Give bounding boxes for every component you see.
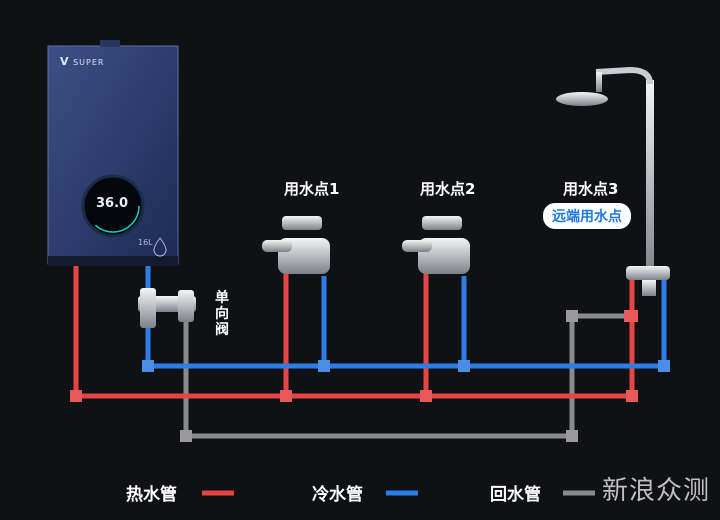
faucet-1 (262, 216, 330, 274)
check-valve (138, 288, 196, 328)
brand-text: SUPER (73, 58, 105, 67)
hot-pipe (73, 266, 635, 399)
legend-return: 回水管 (490, 485, 541, 505)
brand-logo-icon: V (60, 55, 70, 68)
heater-display-dial (81, 174, 145, 238)
check-valve-label: 单向阀 (215, 290, 229, 338)
legend-cold: 冷水管 (312, 485, 363, 505)
faucet-2 (402, 216, 470, 274)
heater-capacity-badge: 16L (138, 238, 153, 247)
pipe-joints (70, 310, 670, 442)
shower (556, 66, 670, 296)
heater-brand: V SUPER (60, 55, 104, 68)
remote-point-badge: 远端用水点 (543, 203, 631, 229)
heater-display-value: 36.0 (96, 196, 129, 211)
point-3-label: 用水点3 (563, 180, 619, 198)
legend-hot: 热水管 (126, 485, 177, 505)
watermark: 新浪众测 (601, 476, 710, 506)
water-heater (47, 40, 179, 266)
point-2-label: 用水点2 (420, 180, 476, 198)
point-1-label: 用水点1 (284, 180, 340, 198)
heater-water-drop-icon (153, 237, 167, 257)
